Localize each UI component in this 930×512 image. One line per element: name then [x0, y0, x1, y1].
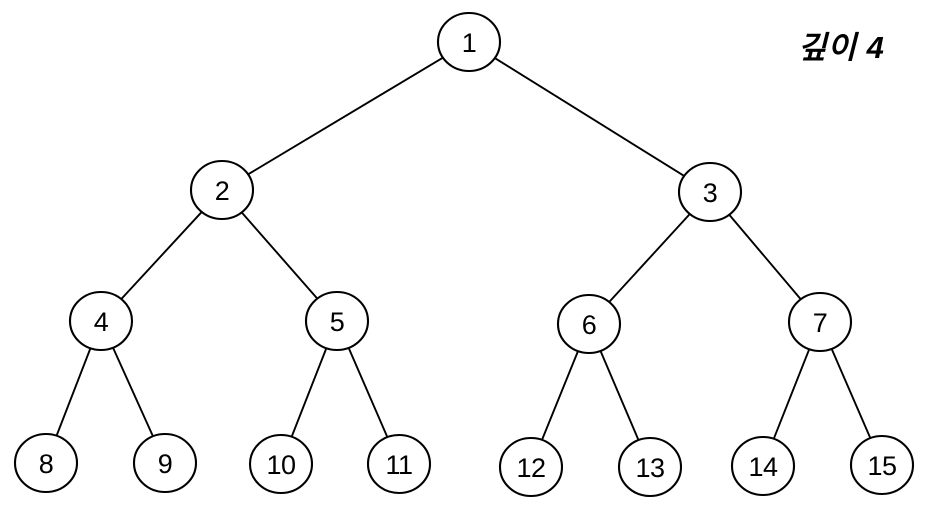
tree-node[interactable]: 13 [617, 436, 683, 498]
tree-edge [599, 349, 640, 442]
tree-edge [830, 347, 872, 440]
edge-layer [55, 56, 872, 442]
node-circle[interactable] [498, 436, 564, 498]
node-circle[interactable] [366, 433, 432, 495]
tree-edge [541, 350, 579, 441]
node-label: 13 [635, 453, 664, 483]
node-label: 1 [462, 28, 477, 58]
tree-node[interactable]: 14 [730, 435, 796, 497]
node-label: 5 [330, 307, 345, 337]
node-circle[interactable] [304, 290, 370, 352]
node-label: 12 [516, 453, 545, 483]
node-label: 10 [266, 450, 295, 480]
node-circle[interactable] [730, 435, 796, 497]
tree-node[interactable]: 2 [189, 159, 255, 221]
tree-edge [493, 57, 686, 177]
tree-edge [240, 211, 319, 300]
node-label: 8 [39, 449, 54, 479]
node-circle[interactable] [677, 161, 743, 223]
node-label: 4 [94, 307, 109, 337]
node-circle[interactable] [556, 293, 622, 355]
depth-annotation: 깊이 4 [798, 30, 885, 65]
tree-edge [772, 348, 811, 440]
tree-node[interactable]: 3 [677, 161, 743, 223]
tree-edge [112, 346, 154, 438]
tree-edge [608, 213, 691, 303]
node-label: 15 [867, 451, 896, 481]
tree-node[interactable]: 1 [436, 11, 502, 73]
node-label: 11 [385, 450, 412, 480]
tree-edge [247, 56, 444, 176]
node-circle[interactable] [787, 291, 853, 353]
node-label: 14 [748, 452, 778, 482]
node-label: 2 [215, 176, 230, 206]
tree-edge [55, 347, 92, 437]
tree-node[interactable]: 8 [13, 432, 79, 494]
tree-edge [120, 210, 203, 301]
node-circle[interactable] [248, 433, 314, 495]
node-circle[interactable] [617, 436, 683, 498]
tree-node[interactable]: 9 [132, 432, 198, 494]
node-label: 3 [703, 178, 718, 208]
node-circle[interactable] [849, 434, 915, 496]
tree-edge [347, 346, 389, 439]
tree-edge [728, 213, 802, 301]
node-circle[interactable] [132, 432, 198, 494]
node-label: 7 [813, 308, 828, 338]
tree-node[interactable]: 7 [787, 291, 853, 353]
tree-node[interactable]: 11 [366, 433, 432, 495]
tree-node[interactable]: 4 [68, 290, 134, 352]
node-circle[interactable] [68, 290, 134, 352]
tree-node[interactable]: 12 [498, 436, 564, 498]
tree-node[interactable]: 10 [248, 433, 314, 495]
tree-node[interactable]: 5 [304, 290, 370, 352]
node-circle[interactable] [189, 159, 255, 221]
node-label: 6 [582, 310, 597, 340]
node-circle[interactable] [13, 432, 79, 494]
tree-node[interactable]: 6 [556, 293, 622, 355]
node-circle[interactable] [436, 11, 502, 73]
tree-edge [290, 347, 328, 438]
node-label: 9 [158, 449, 173, 479]
tree-node[interactable]: 15 [849, 434, 915, 496]
